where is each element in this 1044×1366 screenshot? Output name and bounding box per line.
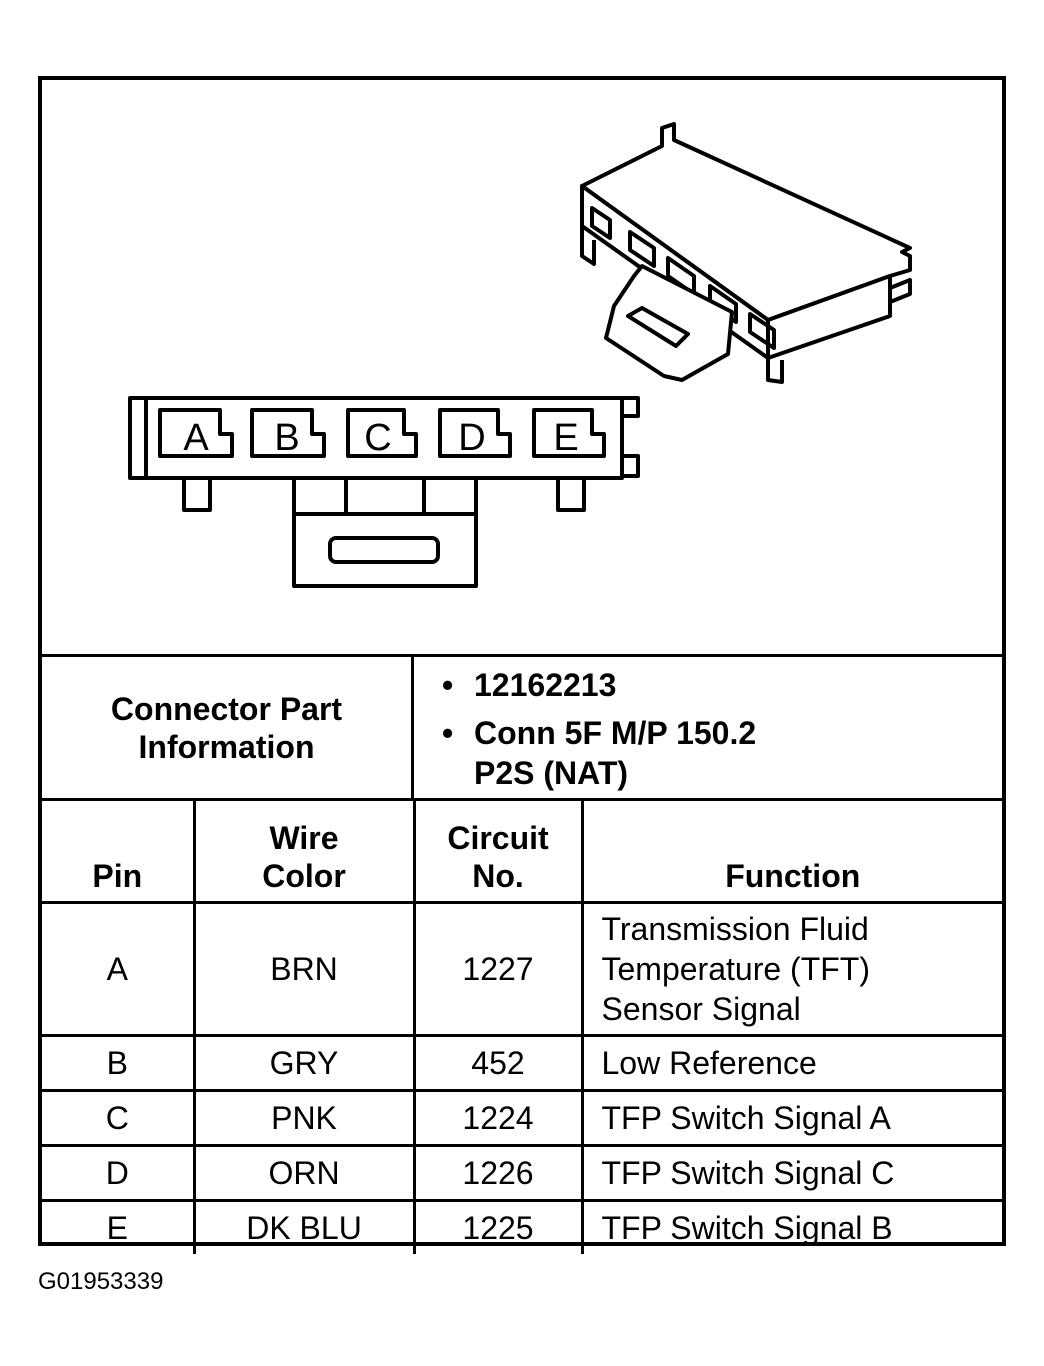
cell-wire-color: DK BLU <box>192 1199 416 1254</box>
header-function: Function <box>580 801 1002 904</box>
cell-wire-color: PNK <box>192 1089 416 1147</box>
description-item: • Conn 5F M/P 150.2 P2S (NAT) <box>442 713 757 793</box>
pin-label-b: B <box>274 417 299 459</box>
cell-circuit: 1227 <box>412 901 584 1037</box>
cell-wire-color: BRN <box>192 901 416 1037</box>
cell-function: Transmission Fluid Temperature (TFT) Sen… <box>580 901 1002 1037</box>
connector-illustration: A B C D E <box>128 122 912 588</box>
cell-circuit: 452 <box>412 1034 584 1092</box>
connector-info-values: • 12162213 • Conn 5F M/P 150.2 P2S (NAT) <box>414 657 1002 798</box>
figure-code: G01953339 <box>38 1268 164 1295</box>
part-number-item: • 12162213 <box>442 665 617 705</box>
cell-function-line1: Transmission Fluid <box>601 911 869 947</box>
connector-info-label-line2: Information <box>138 728 315 765</box>
header-wire-color-line2: Color <box>262 858 346 894</box>
table-row: B GRY 452 Low Reference <box>42 1034 1002 1092</box>
table-row: A BRN 1227 Transmission Fluid Temperatur… <box>42 901 1002 1037</box>
table-row: E DK BLU 1225 TFP Switch Signal B <box>42 1199 1002 1254</box>
cell-function: Low Reference <box>580 1034 1002 1092</box>
cell-circuit: 1225 <box>412 1199 584 1254</box>
description-line1: Conn 5F M/P 150.2 <box>474 715 757 751</box>
header-wire-color-line1: Wire <box>269 820 339 856</box>
cell-function: TFP Switch Signal A <box>580 1089 1002 1147</box>
connector-part-info: Connector Part Information • 12162213 • … <box>42 654 1002 801</box>
bullet-icon: • <box>442 715 454 751</box>
header-circuit: Circuit No. <box>412 801 584 904</box>
part-number: 12162213 <box>474 667 617 703</box>
cell-circuit: 1226 <box>412 1144 584 1202</box>
pin-label-d: D <box>458 417 485 459</box>
cell-function-line3: Sensor Signal <box>601 991 801 1027</box>
connector-face-view <box>128 396 640 588</box>
pin-label-a: A <box>183 417 209 459</box>
header-circuit-line2: No. <box>472 858 524 894</box>
header-circuit-line1: Circuit <box>447 820 549 856</box>
cell-function: TFP Switch Signal C <box>580 1144 1002 1202</box>
cell-wire-color: GRY <box>192 1034 416 1092</box>
cell-wire-color: ORN <box>192 1144 416 1202</box>
connector-info-label: Connector Part Information <box>42 657 414 798</box>
cell-circuit: 1224 <box>412 1089 584 1147</box>
table-row: D ORN 1226 TFP Switch Signal C <box>42 1144 1002 1202</box>
description-line2: P2S (NAT) <box>474 755 629 791</box>
header-wire-color: Wire Color <box>192 801 416 904</box>
cell-pin: D <box>42 1144 196 1202</box>
pin-label-c: C <box>364 417 391 459</box>
table-row: C PNK 1224 TFP Switch Signal A <box>42 1089 1002 1147</box>
connector-3d-view <box>580 122 912 384</box>
connector-info-label-line1: Connector Part <box>110 690 343 727</box>
bullet-icon: • <box>442 667 454 703</box>
cell-pin: C <box>42 1089 196 1147</box>
figure-frame: A B C D E Connector Part Information • 1… <box>38 76 1006 1254</box>
header-pin: Pin <box>42 801 196 904</box>
cell-pin: B <box>42 1034 196 1092</box>
connector-diagram: A B C D E <box>42 80 1002 654</box>
table-header-row: Pin Wire Color Circuit No. Function <box>42 801 1002 904</box>
pin-label-e: E <box>553 417 578 459</box>
cell-function-line2: Temperature (TFT) <box>601 951 870 987</box>
cell-pin: A <box>42 901 196 1037</box>
pin-table: Pin Wire Color Circuit No. Function A BR… <box>42 801 1002 1254</box>
cell-function: TFP Switch Signal B <box>580 1199 1002 1254</box>
cell-pin: E <box>42 1199 196 1254</box>
